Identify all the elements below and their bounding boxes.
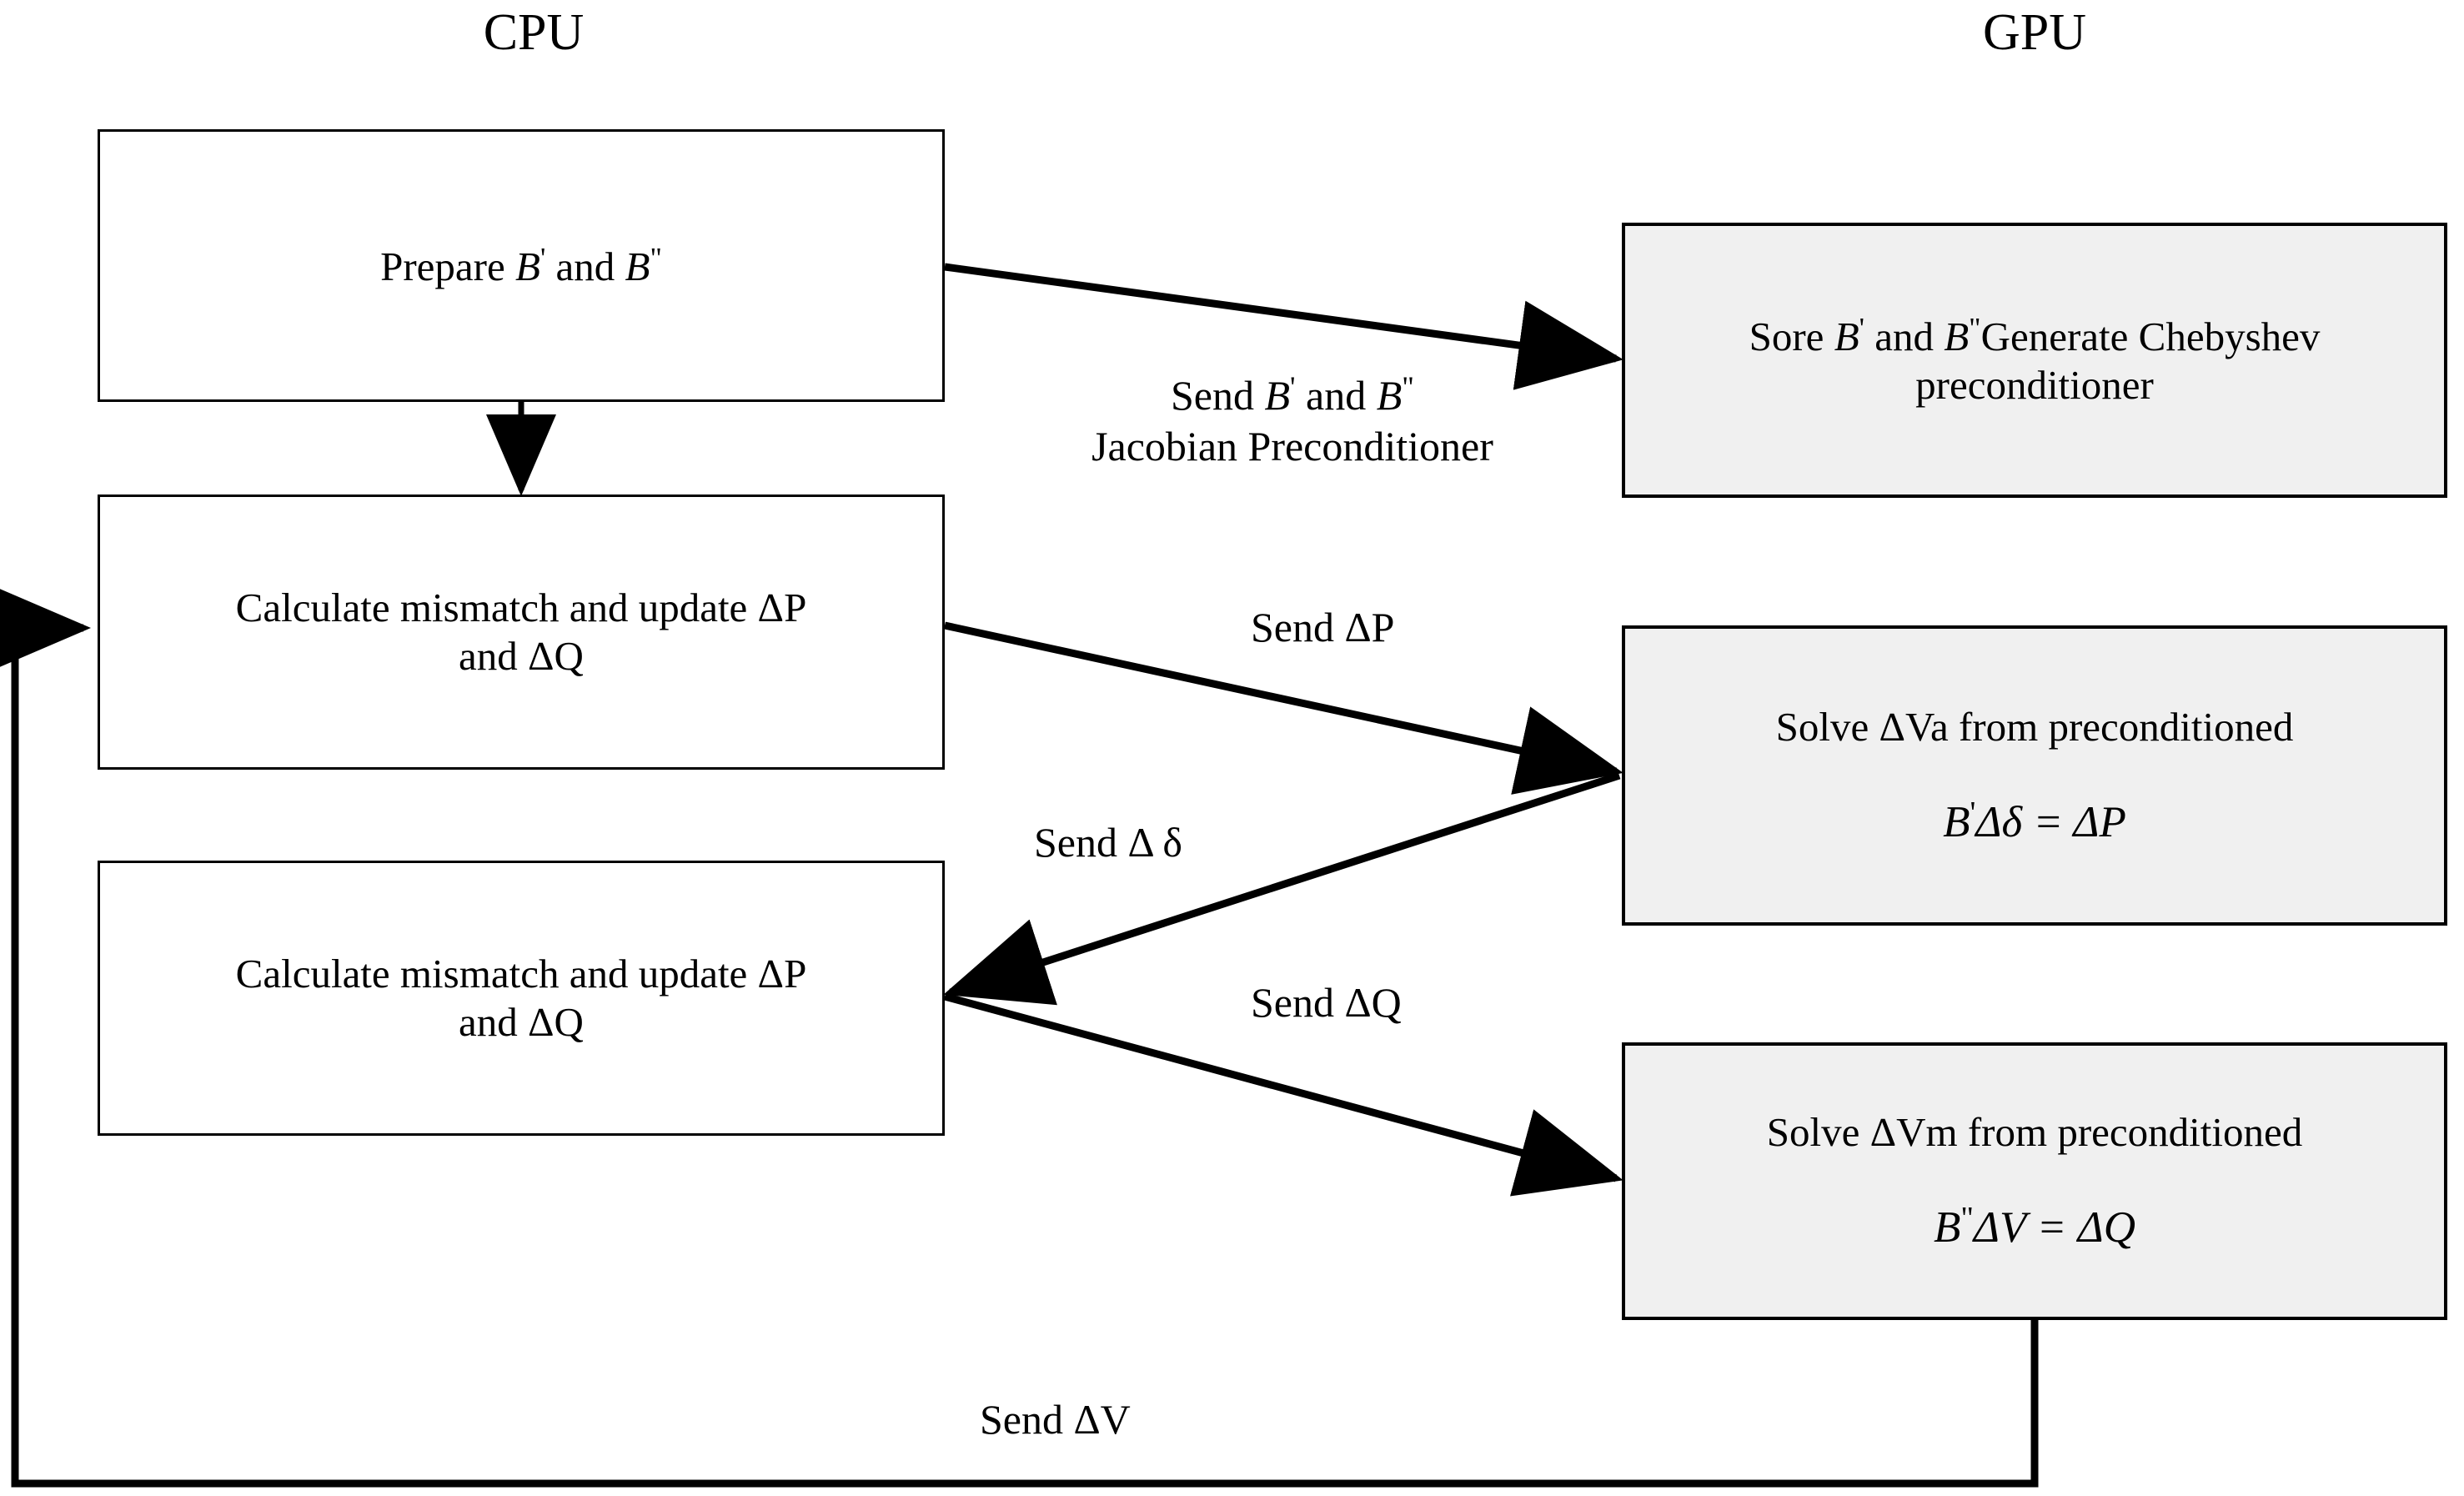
send-b-prime-mark-1: ': [1290, 370, 1296, 404]
solve-vm-eq-rest: ΔV = ΔQ: [1973, 1203, 2136, 1253]
store-prime-mark-1: ': [1859, 312, 1864, 345]
calc-2-line-2: and ΔQ: [459, 999, 584, 1045]
gpu-box-solve-va[interactable]: Solve ΔVa from preconditioned B'Δδ = ΔP: [1622, 625, 2447, 926]
cpu-box-calc-2-text: Calculate mismatch and update ΔP and ΔQ: [120, 950, 922, 1047]
store-prefix: Sore: [1749, 314, 1834, 360]
solve-va-equation: B'Δδ = ΔP: [1645, 795, 2424, 849]
gpu-column-title: GPU: [1982, 4, 2087, 61]
store-b-prime-symbol: B: [1834, 314, 1859, 360]
store-line-2: preconditioner: [1915, 361, 2154, 408]
store-prime-mark-2: ": [1969, 312, 1981, 345]
gpu-box-store-generate[interactable]: Sore B' and B"Generate Chebyshev precond…: [1622, 223, 2447, 498]
gpu-box-solve-vm[interactable]: Solve ΔVm from preconditioned B"ΔV = ΔQ: [1622, 1042, 2447, 1320]
store-conjunction: and: [1864, 314, 1945, 360]
cpu-box-calc-mismatch-1[interactable]: Calculate mismatch and update ΔP and ΔQ: [98, 494, 945, 770]
arrow-send-delta-delta: [943, 771, 1621, 1006]
b-doubleprime-symbol: B: [625, 243, 650, 289]
send-b-b-doubleprime-symbol: B: [1376, 372, 1403, 419]
calc-1-line-1: Calculate mismatch and update ΔP: [235, 585, 807, 631]
edge-label-send-delta-v: Send ΔV: [980, 1396, 1131, 1443]
send-b-prefix: Send: [1171, 372, 1265, 419]
cpu-box-prepare-b-text: Prepare B' and B": [120, 241, 922, 291]
solve-va-line-1: Solve ΔVa from preconditioned: [1775, 703, 2294, 750]
cpu-column-title: CPU: [483, 4, 585, 61]
prime-mark-2: ": [650, 241, 662, 274]
cpu-box-calc-mismatch-2[interactable]: Calculate mismatch and update ΔP and ΔQ: [98, 861, 945, 1136]
prepare-conjunction: and: [545, 243, 625, 289]
solve-vm-equation: B"ΔV = ΔQ: [1645, 1200, 2424, 1254]
solve-va-prime-mark: ': [1970, 795, 1976, 831]
gpu-box-solve-va-text: Solve ΔVa from preconditioned B'Δδ = ΔP: [1645, 703, 2424, 848]
send-delta-delta-prefix: Send Δ: [1034, 819, 1163, 866]
prepare-prefix: Prepare: [380, 243, 515, 289]
send-b-line-2: Jacobian Preconditioner: [1091, 423, 1493, 470]
gpu-box-store-generate-text: Sore B' and B"Generate Chebyshev precond…: [1645, 311, 2424, 409]
solve-vm-prime-mark: ": [1960, 1201, 1974, 1237]
cpu-box-prepare-b[interactable]: Prepare B' and B": [98, 129, 945, 402]
store-suffix: Generate Chebyshev: [1980, 314, 2321, 360]
send-b-b-prime-symbol: B: [1264, 372, 1291, 419]
edge-label-send-b-matrices: Send B' and B" Jacobian Preconditioner: [942, 369, 1643, 472]
edge-label-send-delta-p: Send ΔP: [1251, 604, 1395, 650]
arrow-send-b-matrices: [944, 263, 1623, 390]
solve-vm-line-1: Solve ΔVm from preconditioned: [1766, 1109, 2303, 1156]
store-b-doubleprime-symbol: B: [1944, 314, 1970, 360]
cpu-box-calc-1-text: Calculate mismatch and update ΔP and ΔQ: [120, 584, 922, 680]
send-b-prime-mark-2: ": [1402, 370, 1414, 404]
edge-label-send-delta-q: Send ΔQ: [1251, 979, 1402, 1026]
solve-va-eq-rest: Δδ = ΔP: [1975, 797, 2126, 846]
send-delta-delta-symbol: δ: [1162, 819, 1182, 866]
b-prime-symbol: B: [515, 243, 540, 289]
calc-2-line-1: Calculate mismatch and update ΔP: [235, 951, 807, 997]
prime-mark-1: ': [539, 241, 546, 274]
calc-1-line-2: and ΔQ: [459, 633, 584, 679]
edge-label-send-delta-delta: Send Δ δ: [1034, 817, 1182, 868]
gpu-box-solve-vm-text: Solve ΔVm from preconditioned B"ΔV = ΔQ: [1645, 1108, 2424, 1253]
solve-vm-b-symbol: B: [1933, 1203, 1961, 1253]
solve-va-b-symbol: B: [1943, 797, 1970, 846]
send-b-conjunction: and: [1295, 372, 1377, 419]
